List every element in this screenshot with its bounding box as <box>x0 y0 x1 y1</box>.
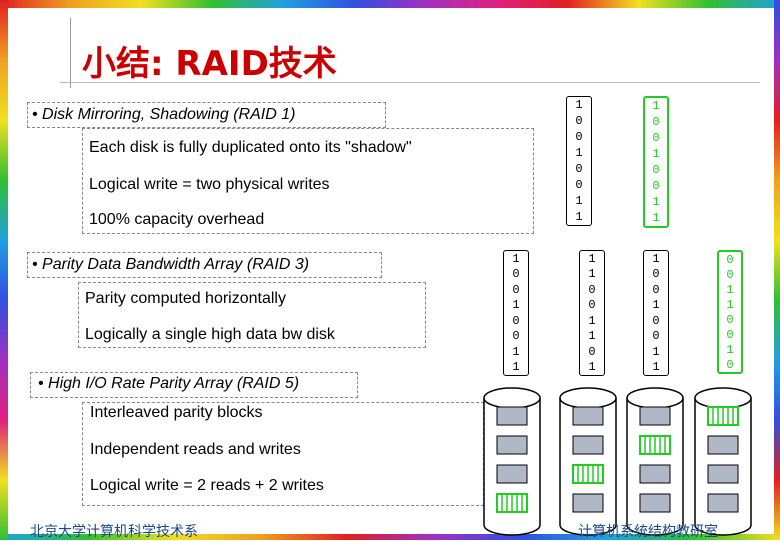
raid1-primary-bit: 1 <box>575 146 583 160</box>
raid3-data-1-bit: 0 <box>588 298 596 313</box>
raid3-data-2-bit: 1 <box>652 298 660 313</box>
raid5-detail-box <box>82 402 484 506</box>
raid1-primary-bit: 0 <box>575 114 583 128</box>
raid1-bullet: • Disk Mirroring, Shadowing (RAID 1) <box>32 106 296 123</box>
raid3-parity-bit: 0 <box>726 357 734 372</box>
raid3-data-1-bit: 1 <box>588 267 596 282</box>
title-underline <box>60 82 760 83</box>
data-block <box>639 493 671 513</box>
raid3-data-0-bit: 1 <box>512 344 520 359</box>
title-rule <box>70 18 71 88</box>
raid3-data-2-bit: 0 <box>652 267 660 282</box>
raid1-shadow-bit: 0 <box>652 131 660 145</box>
raid1-shadow-bit: 0 <box>652 179 660 193</box>
raid3-parity-bit: 1 <box>726 297 734 312</box>
data-block <box>496 464 528 484</box>
raid1-line-3: 100% capacity overhead <box>89 211 265 228</box>
raid1-shadow-bit: 0 <box>652 115 660 129</box>
raid1-primary-bit: 1 <box>575 210 583 224</box>
disk-cylinder-top <box>694 387 752 409</box>
raid1-shadow-bit: 1 <box>652 211 660 225</box>
raid3-data-0-bit: 1 <box>512 251 520 266</box>
raid1-primary-bit: 0 <box>575 130 583 144</box>
raid3-line-2: Logically a single high data bw disk <box>85 326 335 343</box>
data-block <box>572 406 604 426</box>
raid1-shadow-bit: 1 <box>652 147 660 161</box>
raid3-parity-bit: 1 <box>726 342 734 357</box>
footer-right: 计算机系统结构教研室 <box>578 524 718 540</box>
data-block <box>707 435 739 455</box>
data-block <box>572 493 604 513</box>
disk-cylinder-top <box>559 387 617 409</box>
raid3-data-0-bit: 1 <box>512 298 520 313</box>
raid3-data-2-bit: 0 <box>652 313 660 328</box>
raid5-line-1: Interleaved parity blocks <box>90 404 263 421</box>
disk-cylinder-top <box>483 387 541 409</box>
raid3-line-1: Parity computed horizontally <box>85 290 286 307</box>
raid3-data-1-bit: 1 <box>588 360 596 375</box>
raid1-primary-bit: 1 <box>575 98 583 112</box>
top-border <box>0 0 780 8</box>
data-block <box>707 464 739 484</box>
raid1-primary-bit: 1 <box>575 194 583 208</box>
bottom-border <box>0 534 780 540</box>
raid3-data-0-bit: 0 <box>512 313 520 328</box>
raid3-data-1-bit: 1 <box>588 251 596 266</box>
raid3-data-0-bit: 0 <box>512 282 520 297</box>
raid3-data-2-bit: 1 <box>652 344 660 359</box>
raid3-parity-bit: 1 <box>726 282 734 297</box>
data-block <box>707 493 739 513</box>
raid5-bullet-box <box>30 372 358 398</box>
raid3-parity-bit: 0 <box>726 252 734 267</box>
raid1-line-2: Logical write = two physical writes <box>89 176 330 193</box>
data-block <box>572 435 604 455</box>
raid5-line-3: Logical write = 2 reads + 2 writes <box>90 477 324 494</box>
data-block <box>496 435 528 455</box>
footer-left: 北京大学计算机科学技术系 <box>30 524 198 540</box>
raid3-data-0-bit: 1 <box>512 360 520 375</box>
raid3-data-0-bit: 0 <box>512 329 520 344</box>
raid1-bullet-box <box>27 102 386 128</box>
raid3-data-1-bit: 0 <box>588 282 596 297</box>
data-block <box>496 406 528 426</box>
data-block <box>639 406 671 426</box>
raid1-disk-primary: 1 0 0 1 0 0 1 1 <box>566 96 592 226</box>
raid3-data-0-bit: 0 <box>512 267 520 282</box>
raid3-data-1-bit: 1 <box>588 329 596 344</box>
right-border <box>774 0 780 540</box>
raid3-data-2-bit: 1 <box>652 360 660 375</box>
raid3-bullet: • Parity Data Bandwidth Array (RAID 3) <box>32 256 310 273</box>
raid1-primary-bit: 0 <box>575 178 583 192</box>
raid3-bullet-box <box>27 252 382 278</box>
raid1-disk-shadow: 1 0 0 1 0 0 1 1 <box>643 96 669 228</box>
raid5-line-2: Independent reads and writes <box>90 441 301 458</box>
raid1-shadow-bit: 1 <box>652 195 660 209</box>
raid1-detail-box <box>82 128 534 234</box>
raid3-parity-bit: 0 <box>726 312 734 327</box>
left-border <box>0 0 8 540</box>
raid3-data-1-bit: 0 <box>588 344 596 359</box>
raid3-parity-bit: 0 <box>726 267 734 282</box>
data-block <box>639 464 671 484</box>
raid5-bullet: • High I/O Rate Parity Array (RAID 5) <box>38 375 300 392</box>
disk-cylinder-top <box>626 387 684 409</box>
raid3-parity-bit: 0 <box>726 327 734 342</box>
raid1-shadow-bit: 0 <box>652 163 660 177</box>
slide-title: 小结: RAID技术 <box>82 44 337 84</box>
raid3-data-2-bit: 1 <box>652 251 660 266</box>
raid1-line-1: Each disk is fully duplicated onto its "… <box>89 139 412 156</box>
raid1-shadow-bit: 1 <box>652 99 660 113</box>
raid3-data-2-bit: 0 <box>652 329 660 344</box>
raid1-primary-bit: 0 <box>575 162 583 176</box>
raid3-data-1-bit: 1 <box>588 313 596 328</box>
raid3-data-2-bit: 0 <box>652 282 660 297</box>
raid3-detail-box <box>78 282 426 348</box>
